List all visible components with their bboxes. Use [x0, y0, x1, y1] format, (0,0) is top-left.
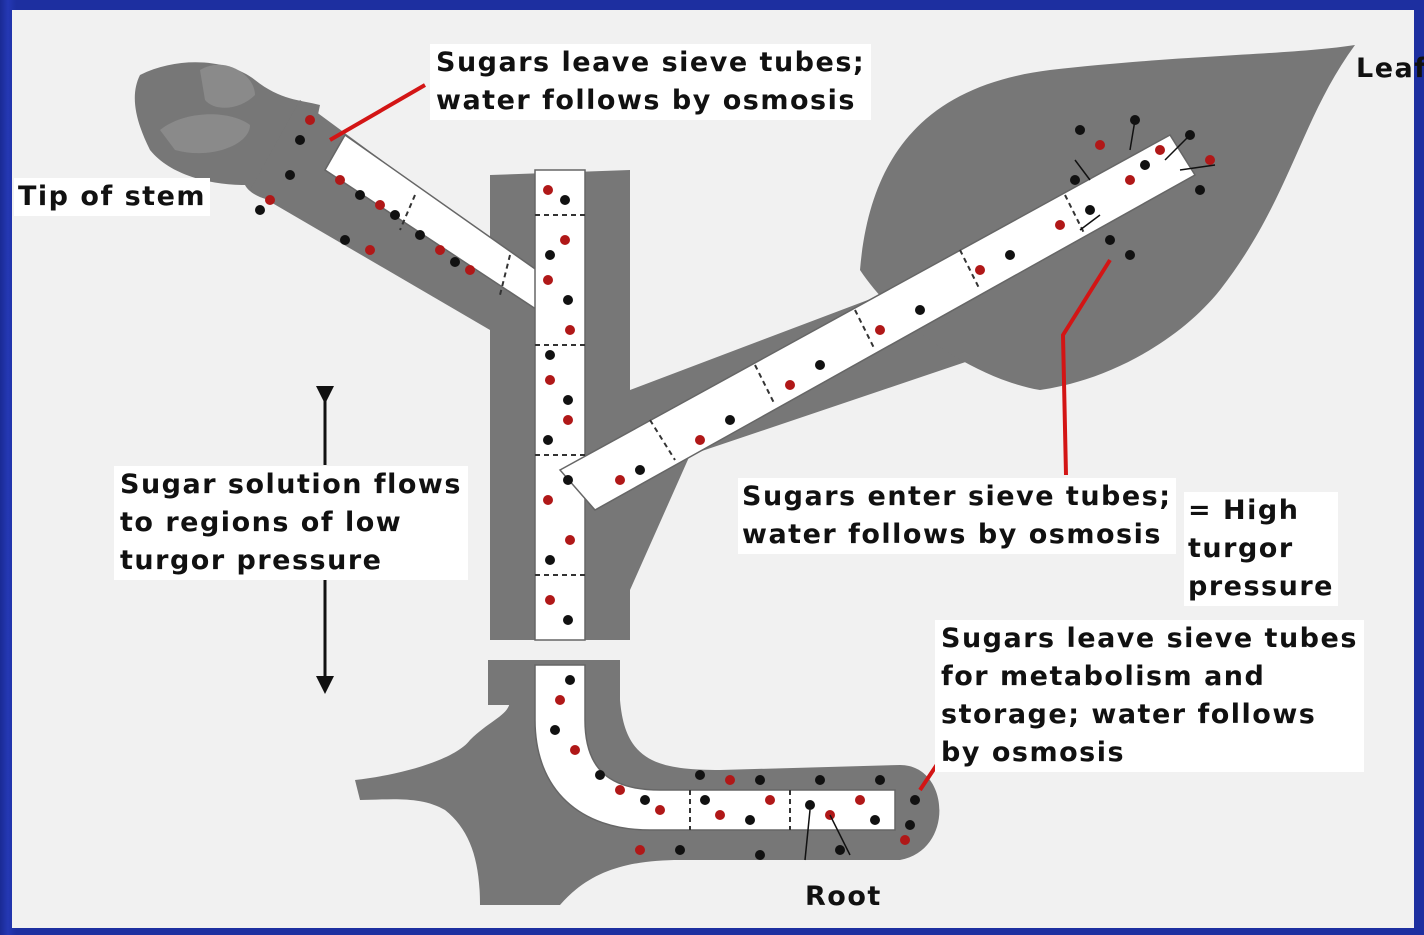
label-high-turgor: = High turgor pressure — [1184, 492, 1338, 606]
bud-upper-petal — [200, 65, 255, 108]
label-sugar-flow: Sugar solution flows to regions of low t… — [114, 466, 468, 580]
label-sugars-leave-root: Sugars leave sieve tubes for metabolism … — [935, 620, 1364, 772]
label-tip-of-stem: Tip of stem — [14, 178, 210, 216]
main-sieve-tube — [535, 170, 585, 640]
label-sugars-enter: Sugars enter sieve tubes; water follows … — [738, 478, 1176, 554]
leader-top — [330, 85, 425, 140]
label-sugars-leave-top: Sugars leave sieve tubes; water follows … — [430, 44, 871, 120]
label-leaf: Leaf — [1356, 50, 1424, 88]
label-root: Root — [805, 878, 882, 916]
